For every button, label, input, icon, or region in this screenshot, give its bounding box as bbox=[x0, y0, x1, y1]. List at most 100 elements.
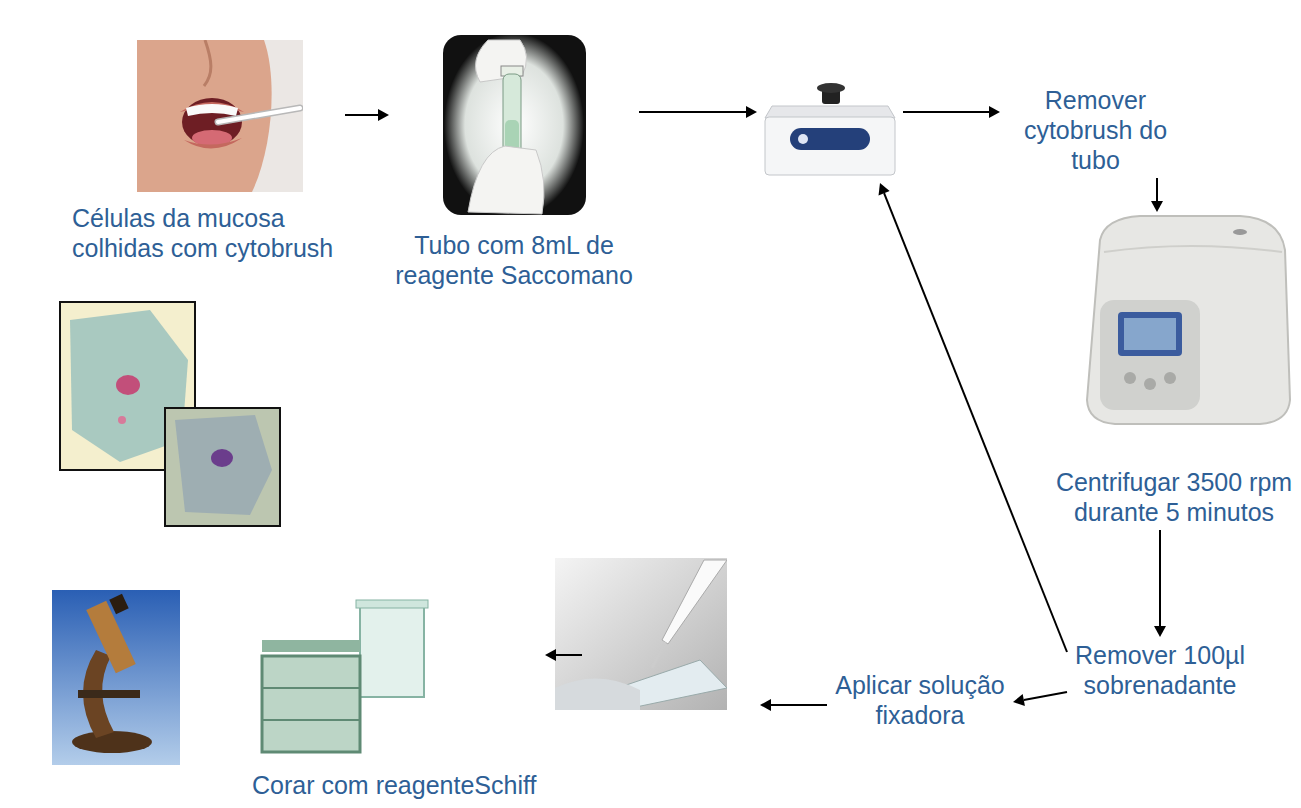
step-caption: Aplicar solução fixadora bbox=[830, 670, 1010, 730]
photo-step: Centrifugar 3500 rpm durante 5 minutos bbox=[1052, 215, 1296, 527]
flow-arrow bbox=[879, 183, 1067, 652]
pipette-step bbox=[585, 558, 757, 710]
pipette-photo bbox=[555, 558, 727, 710]
arrow-line bbox=[771, 704, 827, 706]
photo-space bbox=[392, 35, 636, 230]
flow-arrow bbox=[1013, 692, 1067, 706]
glove bbox=[555, 678, 640, 710]
vortex-step bbox=[760, 85, 900, 180]
vignette bbox=[444, 35, 584, 215]
arrow-line bbox=[903, 111, 989, 113]
centrifuge-button bbox=[1164, 372, 1176, 384]
text-step: Remover cytobrush do tubo bbox=[1003, 85, 1188, 175]
microscope-stage bbox=[78, 690, 140, 698]
micrograph bbox=[165, 408, 280, 526]
step-caption: Células da mucosa colhidas com cytobrush bbox=[72, 203, 342, 263]
vortex-top bbox=[765, 106, 895, 118]
microscope-eyepiece bbox=[109, 594, 128, 614]
rack-slot bbox=[262, 719, 360, 721]
swab-outline bbox=[218, 108, 300, 122]
arrow-head bbox=[378, 109, 389, 121]
cytobrush bbox=[218, 108, 300, 122]
arrow-head bbox=[545, 649, 556, 661]
arrow-head bbox=[879, 183, 890, 195]
arrow-head bbox=[989, 106, 1000, 118]
flow-arrow bbox=[1154, 530, 1166, 637]
arrow-head bbox=[746, 106, 757, 118]
flow-arrow bbox=[345, 109, 389, 121]
microscope-tube bbox=[86, 601, 136, 674]
arrow-line bbox=[1024, 692, 1067, 700]
centrifuge-body bbox=[1087, 216, 1290, 424]
vortex-photo bbox=[765, 83, 895, 175]
photo-space bbox=[585, 558, 757, 710]
centrifuge-button bbox=[1124, 372, 1136, 384]
cell-micrographs bbox=[60, 302, 280, 526]
flow-arrow bbox=[760, 699, 827, 711]
photo-step: Células da mucosa colhidas com cytobrush bbox=[72, 38, 342, 263]
cell-nucleus bbox=[211, 449, 233, 467]
epithelial-cell bbox=[175, 415, 272, 515]
vortex-body bbox=[765, 117, 895, 175]
mouth-photo bbox=[137, 40, 303, 192]
step-caption: Remover 100µl sobrenadante bbox=[1070, 640, 1250, 700]
jar-lid bbox=[356, 600, 428, 608]
microscope-base bbox=[72, 731, 152, 753]
photo-ground bbox=[256, 593, 428, 765]
photo-space bbox=[252, 593, 542, 770]
tube-photo bbox=[443, 35, 586, 215]
arrow-line bbox=[1156, 178, 1158, 201]
step-caption: Centrifugar 3500 rpm durante 5 minutos bbox=[1052, 467, 1296, 527]
staining-rack bbox=[262, 656, 360, 752]
text-step: Aplicar solução fixadora bbox=[830, 670, 1010, 730]
step-caption: Tubo com 8mL de reagente Saccomano bbox=[392, 230, 636, 290]
photo-ground bbox=[52, 590, 180, 765]
arrow-head bbox=[1013, 694, 1025, 706]
arrow-head bbox=[1151, 201, 1163, 212]
photo-ground bbox=[137, 40, 303, 192]
photo-step: Corar com reagenteSchiff bbox=[252, 593, 542, 800]
arrow-line bbox=[1159, 530, 1161, 626]
centrifuge-screen bbox=[1124, 318, 1176, 350]
centrifuge-display bbox=[1118, 312, 1182, 356]
vortex-button bbox=[798, 134, 808, 144]
flow-arrow bbox=[903, 106, 1000, 118]
rack-slot bbox=[262, 687, 360, 689]
arrow-line bbox=[884, 193, 1067, 652]
centrifuge-lid bbox=[1104, 246, 1282, 252]
text-step: Remover 100µl sobrenadante bbox=[1070, 640, 1250, 700]
step-caption: Corar com reagenteSchiff bbox=[252, 770, 542, 800]
cell-nucleus bbox=[116, 375, 140, 395]
lower-lip bbox=[184, 138, 242, 149]
teeth bbox=[186, 104, 238, 116]
photo-space bbox=[760, 85, 900, 180]
arrow-line bbox=[345, 114, 378, 116]
arrow-head bbox=[1154, 626, 1166, 637]
flow-arrow bbox=[545, 649, 582, 661]
pipette-tip bbox=[652, 642, 665, 668]
pipette bbox=[662, 560, 727, 644]
step-caption: Remover cytobrush do tubo bbox=[1003, 85, 1188, 175]
arrow-line bbox=[556, 654, 582, 656]
centrifuge-latch bbox=[1233, 229, 1247, 235]
centrifuge-panel bbox=[1100, 300, 1200, 410]
rack-handle bbox=[262, 640, 360, 652]
nose-shadow bbox=[204, 40, 211, 86]
flow-arrow bbox=[639, 106, 757, 118]
staining-jars-photo bbox=[256, 593, 428, 765]
photo-space bbox=[72, 38, 342, 203]
microscope-photo bbox=[52, 590, 180, 765]
centrifuge-button bbox=[1144, 378, 1156, 390]
glove bbox=[468, 146, 544, 214]
centrifuge-photo bbox=[1087, 216, 1290, 424]
vortex-panel bbox=[790, 128, 870, 150]
micronucleus bbox=[118, 416, 126, 424]
photo-space bbox=[1052, 215, 1296, 467]
glass-jar bbox=[360, 605, 424, 697]
photo-step: Tubo com 8mL de reagente Saccomano bbox=[392, 35, 636, 290]
vortex-knob-top bbox=[817, 83, 845, 93]
arrow-line bbox=[639, 111, 746, 113]
flow-arrow bbox=[1151, 178, 1163, 212]
arrow-head bbox=[760, 699, 771, 711]
